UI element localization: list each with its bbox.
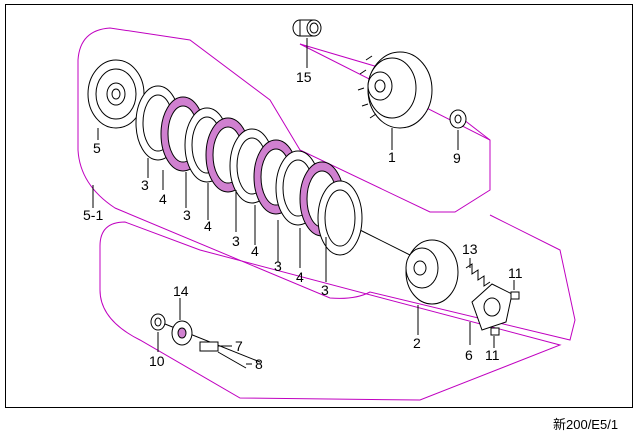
diagram-frame (5, 4, 633, 408)
clutch-housing-part-1 (357, 51, 433, 129)
label-15: 15 (296, 69, 312, 85)
push-rod-part-7 (199, 341, 219, 352)
label-4: 4 (296, 269, 304, 285)
bolts-part-11 (490, 291, 520, 336)
label-4: 4 (159, 191, 167, 207)
label-2: 2 (413, 335, 421, 351)
label-14: 14 (173, 283, 189, 299)
clutch-center-part-5 (87, 59, 145, 129)
part-labels: 15 1 9 5 5-1 3 4 3 4 3 4 3 4 3 2 13 11 6… (83, 69, 523, 372)
label-3: 3 (274, 258, 282, 274)
clutch-plates (135, 85, 363, 256)
pressure-plate-part-2 (405, 239, 459, 305)
label-5: 5 (93, 140, 101, 156)
label-9: 9 (453, 150, 461, 166)
label-7: 7 (235, 338, 243, 354)
leader-lines (92, 38, 515, 365)
label-3: 3 (321, 282, 329, 298)
label-6: 6 (465, 347, 473, 363)
drawing-code: 新200/E5/1 (553, 417, 619, 432)
push-rod-part-8 (217, 351, 247, 369)
label-4: 4 (204, 218, 212, 234)
label-3: 3 (141, 177, 149, 193)
label-8: 8 (255, 356, 263, 372)
label-4: 4 (251, 243, 259, 259)
label-5-1: 5-1 (83, 207, 103, 223)
label-11: 11 (508, 265, 523, 281)
bushing-part-15 (292, 19, 322, 37)
label-10: 10 (149, 353, 165, 369)
spring-part-13 (465, 263, 491, 287)
label-1: 1 (388, 149, 396, 165)
label-3: 3 (183, 207, 191, 223)
label-3: 3 (232, 233, 240, 249)
label-11: 11 (485, 347, 500, 363)
washer-part-9 (449, 109, 467, 129)
lifter-plate-part-6 (471, 283, 513, 331)
lower-shaft-parts (150, 313, 247, 369)
label-13: 13 (462, 241, 478, 257)
